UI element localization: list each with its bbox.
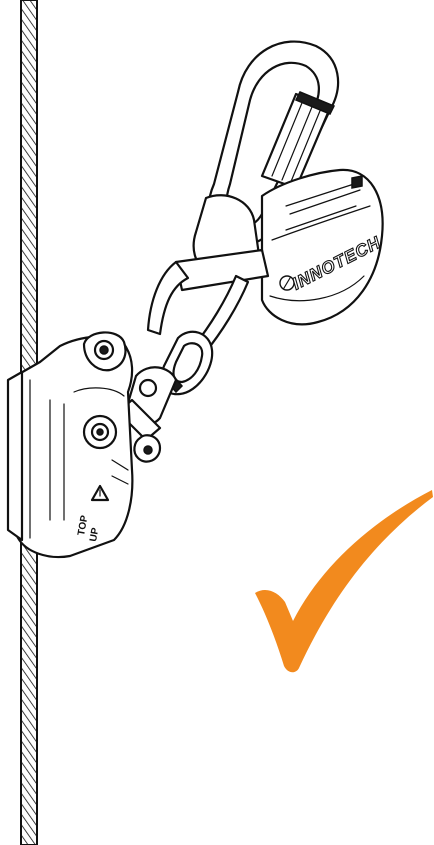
energy-absorber: INNOTECH <box>260 168 385 326</box>
device-marking-up: UP <box>88 527 101 543</box>
device-marking-top: TOP <box>76 514 90 536</box>
carabiner <box>207 40 340 247</box>
check-icon <box>255 490 433 673</box>
innotech-logo-icon <box>279 275 295 291</box>
fall-arrester-device: TOP UP <box>6 331 134 559</box>
webbing-lanyard <box>146 194 270 356</box>
